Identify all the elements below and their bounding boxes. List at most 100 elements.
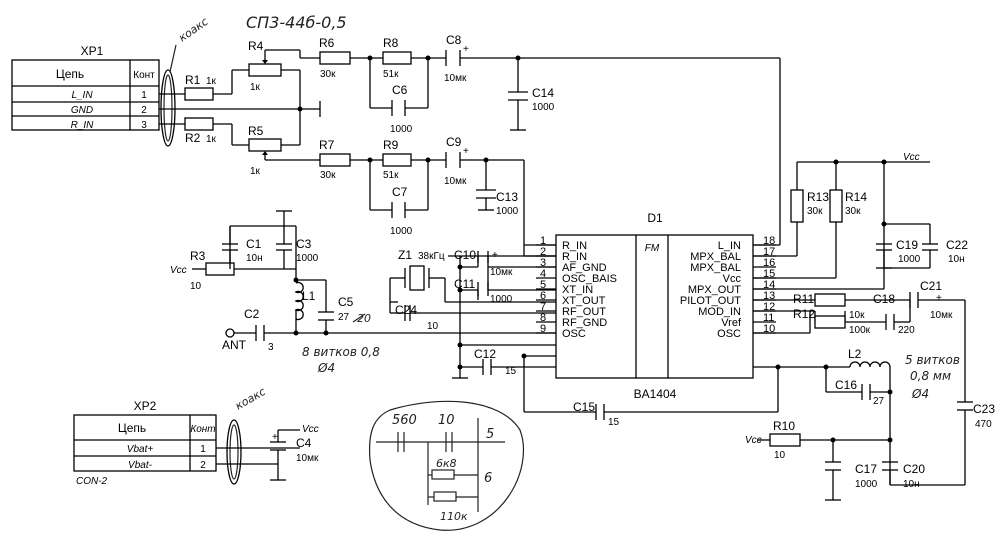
r7-value: 30к — [320, 170, 336, 181]
pencil-sketch: 560 10 5 6к8 6 110к — [368, 400, 525, 531]
c24-ref: C24 — [395, 303, 417, 317]
chip-pin-name: Vcc — [723, 273, 742, 285]
xp1-ref: XP1 — [81, 44, 104, 58]
r6-value: 30к — [320, 69, 336, 80]
c5-alt-note: 20 — [357, 312, 371, 325]
r9-ref: R9 — [383, 138, 399, 152]
capacitor-c3 — [276, 226, 292, 269]
junction-dot — [367, 55, 373, 61]
xp1-row-pin: 2 — [141, 105, 147, 116]
c13-ref: C13 — [496, 190, 518, 204]
c24-value: 10 — [427, 321, 439, 332]
resistor-r12 — [814, 315, 846, 329]
c11-value: 1000 — [490, 294, 513, 305]
antenna-terminal-icon — [225, 328, 235, 338]
r8-value: 51к — [383, 69, 399, 80]
c20-ref: C20 — [903, 462, 925, 476]
c5-strike — [352, 313, 366, 323]
capacitor-c8 — [445, 50, 461, 66]
c21-plus: + — [936, 293, 942, 304]
junction-dot — [425, 55, 431, 61]
resistor-r11 — [814, 293, 846, 307]
c22-value: 10н — [948, 254, 965, 265]
chip-pin-name: RF_GND — [562, 317, 607, 329]
resistor-r14 — [829, 189, 843, 223]
lower-channel-wiring — [318, 159, 556, 257]
note-l2-diameter: Ø4 — [911, 387, 929, 401]
upper-channel-wiring — [318, 57, 781, 246]
resistor-r8 — [382, 51, 412, 65]
chip-part: BA1404 — [634, 387, 677, 401]
note-coax-arrow — [169, 44, 177, 73]
chip-pin-number: 12 — [763, 301, 775, 313]
c17-value: 1000 — [855, 479, 878, 490]
c13-value: 1000 — [496, 206, 519, 217]
junction-dot — [457, 287, 463, 293]
c4-ref: C4 — [296, 436, 312, 450]
rf-section-wiring — [192, 210, 297, 270]
c8-plus: + — [463, 44, 469, 55]
xp2-row-pin: 2 — [200, 460, 206, 471]
junction-dot — [887, 437, 893, 443]
r14-value: 30к — [845, 206, 861, 217]
r13-value: 30к — [807, 206, 823, 217]
chip-pin-number: 18 — [763, 235, 775, 247]
note-coax-2: коакс — [233, 385, 268, 413]
chip-pin-name: AF_GND — [562, 262, 607, 274]
note-l1-turns: 8 витков 0,8 — [302, 345, 380, 359]
r4-wiper-icon — [262, 60, 268, 64]
r11-value: 10к — [849, 310, 865, 321]
c21-value: 10мк — [930, 310, 953, 321]
junction-dot — [425, 157, 431, 163]
capacitor-c9 — [445, 152, 461, 168]
capacitor-c22 — [922, 243, 938, 251]
coax-shield-xp2 — [226, 419, 242, 485]
sketch-5: 5 — [486, 427, 494, 442]
resistor-r2 — [184, 117, 214, 131]
r2-ref: R2 — [185, 131, 201, 145]
connector-xp2: XP2 Цепь Конт Vbat+ Vbat- 1 2 CON-2 — [73, 399, 217, 487]
coax-shield-xp1-inner — [163, 74, 173, 142]
z1-value: 38кГц — [418, 251, 445, 262]
junction-dot — [457, 342, 463, 348]
c16-ref: C16 — [835, 378, 857, 392]
c9-plus: + — [463, 146, 469, 157]
capacitor-c5 — [318, 311, 334, 321]
r10-ref: R10 — [773, 419, 795, 433]
junction-dot — [833, 159, 839, 165]
chip-pin-number: 6 — [540, 290, 546, 302]
c10-plus: + — [492, 250, 498, 261]
vcc-label: Vcc — [170, 265, 187, 276]
junction-dot — [483, 157, 489, 163]
r9-value: 51к — [383, 170, 399, 181]
chip-pin-number: 7 — [540, 301, 546, 313]
sketch-10: 10 — [438, 413, 455, 428]
capacitor-c1 — [222, 226, 238, 269]
capacitor-c7 — [391, 202, 406, 218]
chip-pin-name: MPX_BAL — [690, 251, 741, 263]
note-l2-wire: 0,8 мм — [910, 369, 951, 383]
c23-value: 470 — [975, 419, 992, 430]
junction-dot — [323, 330, 329, 336]
capacitor-c23 — [957, 401, 973, 411]
chip-pin-name: R_IN — [562, 251, 587, 263]
r13-ref: R13 — [807, 190, 829, 204]
xp1-col-name: Цепь — [56, 67, 84, 81]
junction-dot — [457, 264, 463, 270]
resistor-r6 — [319, 51, 351, 65]
sketch-6: 6 — [484, 471, 492, 486]
c5-value: 27 — [338, 312, 350, 323]
c4-plus: + — [272, 432, 278, 443]
chip-left-wiring — [234, 245, 779, 413]
capacitor-c14 — [508, 91, 528, 101]
l1-ref: L1 — [302, 289, 316, 303]
capacitor-c11 — [477, 282, 489, 296]
chip-pin-name: OSC — [562, 328, 586, 340]
c10-ref: C10 — [454, 248, 476, 262]
r4-value: 1к — [250, 82, 261, 93]
resistor-r10 — [769, 433, 801, 447]
chip-pin-number: 16 — [763, 257, 775, 269]
capacitor-c17 — [825, 461, 841, 471]
